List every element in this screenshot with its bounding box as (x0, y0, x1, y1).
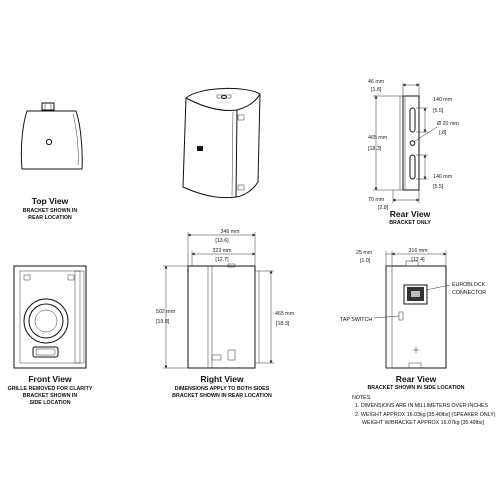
right-view-title: Right View (200, 374, 244, 384)
front-view-subtitle-line-2: BRACKET SHOWN IN (23, 393, 78, 399)
right-view-inner-width-inch: [12.7] (215, 257, 229, 263)
bracket-base-width-dim: 70 mm (368, 197, 385, 203)
bracket-base-width-inch: [2.8] (378, 205, 389, 211)
right-view-overall-height-inch: [19.8] (156, 319, 170, 325)
notes-heading: NOTES: (352, 395, 372, 401)
front-view-outline (13, 265, 87, 369)
euroblock-callout-line-2: CONNECTOR (452, 290, 486, 296)
front-view-subtitle-line-1: GRILLE REMOVED FOR CLARITY (8, 386, 93, 392)
rear-view: 25 mm [1.0] 316 mm [12.4] EUROBLOCK CONN… (340, 248, 486, 391)
note-item-2: 2. WEIGHT APPROX 16.03kg [35.40lbs] (SPE… (355, 411, 496, 418)
bracket-hole-dim: Ø 20 mm (437, 121, 459, 127)
right-view: 346 mm [13.6] 323 mm [12.7] 502 mm [19.8… (156, 229, 295, 399)
rear-view-width-inch: [12.4] (411, 257, 425, 263)
right-view-bracket-height-inch: [18.3] (276, 321, 290, 327)
rear-view-outline (385, 260, 447, 369)
tap-switch-callout: TAP SWITCH (340, 317, 372, 323)
bracket-height-dim: 465 mm (368, 135, 388, 141)
top-view-outline (20, 102, 83, 170)
bracket-rear-view-title: Rear View (390, 209, 431, 219)
rear-view-width-dim: 316 mm (408, 248, 428, 254)
front-view-title: Front View (28, 374, 72, 384)
right-view-inner-width-dim: 323 mm (212, 248, 232, 254)
bracket-outline (399, 95, 420, 191)
top-view-subtitle-line-1: BRACKET SHOWN IN (23, 208, 78, 214)
isometric-view (182, 87, 261, 199)
right-view-subtitle-line-2: BRACKET SHOWN IN REAR LOCATION (172, 393, 272, 399)
right-view-overall-height-dim: 502 mm (156, 309, 176, 315)
rear-view-title: Rear View (396, 374, 437, 384)
bracket-lower-slot-inch: [5.5] (433, 184, 444, 190)
bracket-rear-view-subtitle: BRACKET ONLY (389, 220, 431, 226)
rear-view-subtitle: BRACKET SHOWN IN SIDE LOCATION (367, 385, 464, 391)
bracket-top-width-inch: [1.8] (371, 87, 382, 93)
right-view-outer-width-dim: 346 mm (220, 229, 240, 235)
tap-switch-icon (398, 311, 404, 321)
bracket-upper-slot-dim: 140 mm (433, 97, 453, 103)
right-view-subtitle-line-1: DIMENSIONS APPLY TO BOTH SIDES (175, 386, 270, 392)
rear-view-bracket: 46 mm [1.8] 140 mm [5.5] Ø 20 mm [.8] 46… (368, 79, 459, 226)
bracket-hole-inch: [.8] (439, 130, 447, 136)
logo-badge-icon (197, 146, 203, 151)
bracket-upper-slot-inch: [5.5] (433, 108, 444, 114)
euroblock-callout-line-1: EUROBLOCK (452, 282, 486, 288)
right-view-bracket-height-dim: 465 mm (275, 311, 295, 317)
rear-view-offset-dim: 25 mm (356, 250, 373, 256)
note-item-3: WEIGHT W/BRACKET APPROX 16.07kg [35.49lb… (362, 419, 484, 426)
notes-block: NOTES: 1. DIMENSIONS ARE IN MILLIMETERS … (352, 394, 498, 427)
bracket-top-width-dim: 46 mm (368, 79, 385, 85)
note-item-1: 1. DIMENSIONS ARE IN MILLIMETERS OVER IN… (355, 403, 489, 410)
top-view: Top View BRACKET SHOWN IN REAR LOCATION (20, 102, 83, 221)
front-view-subtitle-line-3: SIDE LOCATION (29, 400, 70, 406)
top-view-title: Top View (32, 196, 69, 206)
rear-view-offset-inch: [1.0] (360, 258, 371, 264)
bracket-height-inch: [18.3] (368, 146, 382, 152)
front-view: Front View GRILLE REMOVED FOR CLARITY BR… (8, 265, 93, 406)
top-view-subtitle-line-2: REAR LOCATION (28, 215, 72, 221)
bracket-lower-slot-dim: 140 mm (433, 174, 453, 180)
right-view-outer-width-inch: [13.6] (215, 238, 229, 244)
right-view-outline (187, 263, 260, 369)
